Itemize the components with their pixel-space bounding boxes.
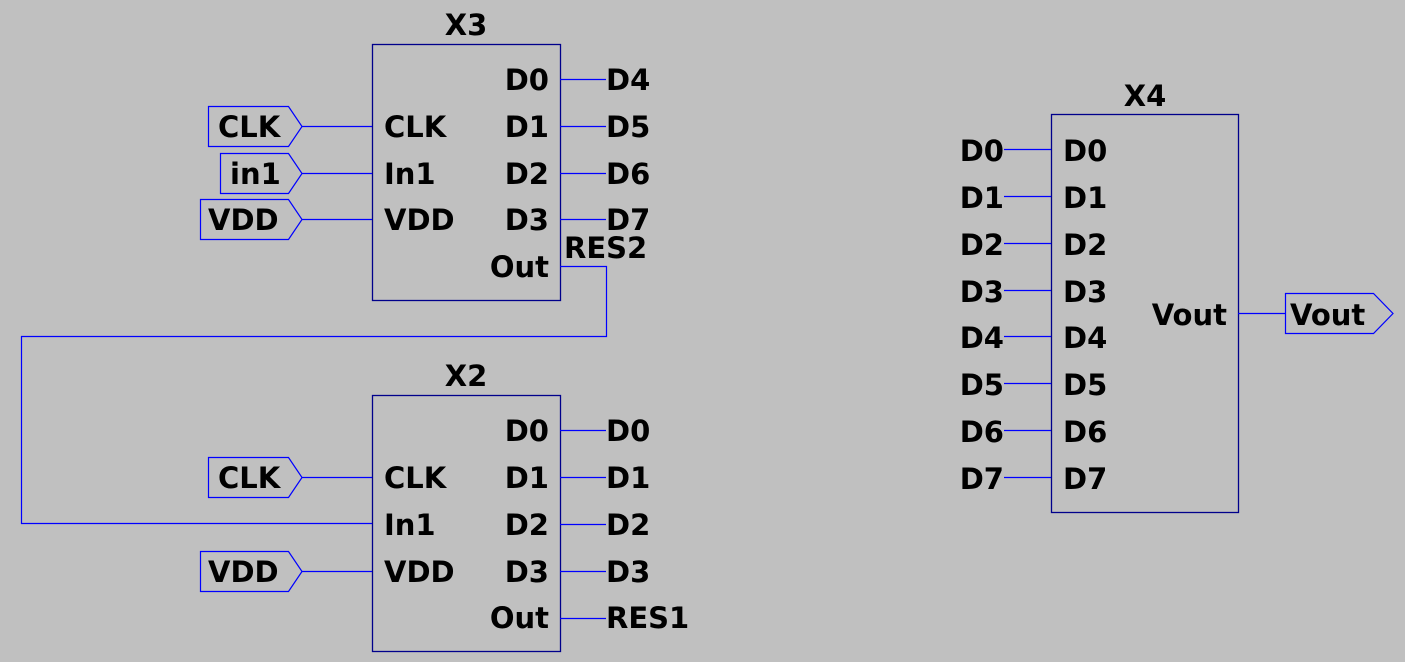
pin-label: D1: [505, 461, 549, 495]
net-label: D3: [606, 555, 650, 589]
pin-label: D1: [1063, 181, 1107, 215]
pin-label: Out: [490, 250, 549, 284]
net-label: D0: [606, 414, 650, 448]
pin-label: D6: [1063, 415, 1107, 449]
net-label: D6: [606, 157, 650, 191]
port-flag-shape: [1284, 292, 1394, 335]
pin-label: D3: [505, 555, 549, 589]
port-flag-in1[interactable]: in1: [219, 152, 303, 195]
port-flag-vdd[interactable]: VDD: [199, 550, 303, 593]
component-x3-body[interactable]: [371, 43, 562, 302]
port-flag-label: VDD: [208, 203, 279, 237]
net-label: D0: [960, 134, 1004, 168]
component-x4-title: X4: [1124, 79, 1167, 113]
net-label: D1: [606, 461, 650, 495]
net-label: D7: [960, 462, 1004, 496]
port-flag-label: in1: [230, 157, 281, 191]
port-flag-label: CLK: [218, 461, 282, 495]
pin-label: D0: [505, 414, 549, 448]
port-flag-shape: [207, 456, 303, 499]
pin-label: D2: [1063, 228, 1107, 262]
port-flag-shape: [207, 105, 303, 148]
port-flag-shape: [219, 152, 303, 195]
pin-label: D3: [505, 203, 549, 237]
pin-label: D0: [505, 63, 549, 97]
port-flag-shape: [199, 550, 303, 593]
pin-label: CLK: [384, 461, 448, 495]
pin-label: D4: [1063, 321, 1107, 355]
pin-label: D1: [505, 110, 549, 144]
port-flag-shape: [199, 198, 303, 241]
port-flag-clk[interactable]: CLK: [207, 456, 303, 499]
pin-label: VDD: [384, 555, 455, 589]
pin-label: D2: [505, 157, 549, 191]
net-label-res2: RES2: [564, 231, 647, 265]
pin-label: Out: [490, 601, 549, 635]
pin-label: D0: [1063, 134, 1107, 168]
pin-label: D7: [1063, 462, 1107, 496]
component-x2-title: X2: [445, 359, 488, 393]
net-label: D7: [606, 203, 650, 237]
pin-label: In1: [384, 508, 436, 542]
net-label: D1: [960, 181, 1004, 215]
net-label: D2: [606, 508, 650, 542]
net-label: D3: [960, 275, 1004, 309]
net-label: D6: [960, 415, 1004, 449]
component-x4[interactable]: X4 D0 D1 D2 D3 D4 D5 D6 D7 Vout: [1050, 79, 1240, 514]
pin-label: In1: [384, 157, 436, 191]
port-flag-label: CLK: [218, 110, 282, 144]
pin-label: D5: [1063, 368, 1107, 402]
port-flag-vdd[interactable]: VDD: [199, 198, 303, 241]
net-label: D2: [960, 228, 1004, 262]
net-label: D4: [960, 321, 1004, 355]
component-x2-body[interactable]: [371, 394, 562, 653]
wire-res2-feedback[interactable]: [20, 265, 608, 525]
component-x3-title: X3: [445, 8, 488, 42]
net-label: D4: [606, 63, 650, 97]
port-flag-clk[interactable]: CLK: [207, 105, 303, 148]
net-label: D5: [606, 110, 650, 144]
pin-label: Vout: [1152, 298, 1227, 332]
component-x2[interactable]: X2 CLK In1 VDD D0 D1 D2 D3 Out: [371, 359, 562, 653]
port-flag-label: Vout: [1290, 298, 1365, 332]
net-label: D5: [960, 368, 1004, 402]
pin-label: CLK: [384, 110, 448, 144]
pin-label: D2: [505, 508, 549, 542]
net-label-res1: RES1: [606, 601, 689, 635]
pin-label: D3: [1063, 275, 1107, 309]
port-flag-label: VDD: [208, 555, 279, 589]
port-flag-vout[interactable]: Vout: [1284, 292, 1394, 335]
component-x3[interactable]: X3 CLK In1 VDD D0 D1 D2 D3 Out: [371, 8, 562, 302]
pin-label: VDD: [384, 203, 455, 237]
